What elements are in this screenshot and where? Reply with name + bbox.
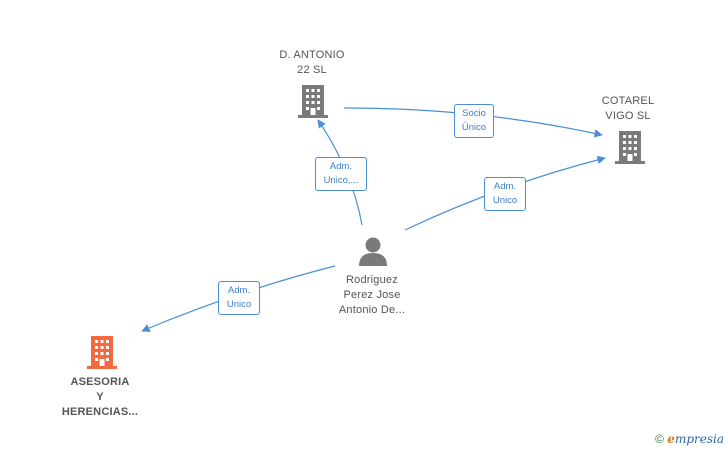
building-icon[interactable] [298, 85, 328, 118]
edge-label-socio-unico: Socio Único [454, 104, 494, 138]
copyright-symbol: © [655, 432, 664, 446]
person-icon[interactable] [359, 237, 387, 267]
edge-label-adm-unico-asesoria: Adm. Unico [218, 281, 260, 315]
building-icon[interactable] [615, 131, 645, 164]
copyright-footer: © empresia [655, 432, 724, 446]
empresia-logo[interactable]: empresia [667, 432, 724, 446]
edge-label-adm-unico-cotarel: Adm. Unico [484, 177, 526, 211]
node-label-asesoria[interactable]: ASESORIA Y HERENCIAS... [61, 376, 139, 418]
edge-label-adm-unico-trunc: Adm. Unico,... [315, 157, 367, 191]
node-label-d-antonio[interactable]: D. ANTONIO 22 SL [279, 49, 345, 76]
building-icon[interactable] [87, 336, 117, 369]
node-label-cotarel[interactable]: COTAREL VIGO SL [601, 95, 655, 122]
node-label-person[interactable]: Rodriguez Perez Jose Antonio De... [338, 274, 406, 316]
